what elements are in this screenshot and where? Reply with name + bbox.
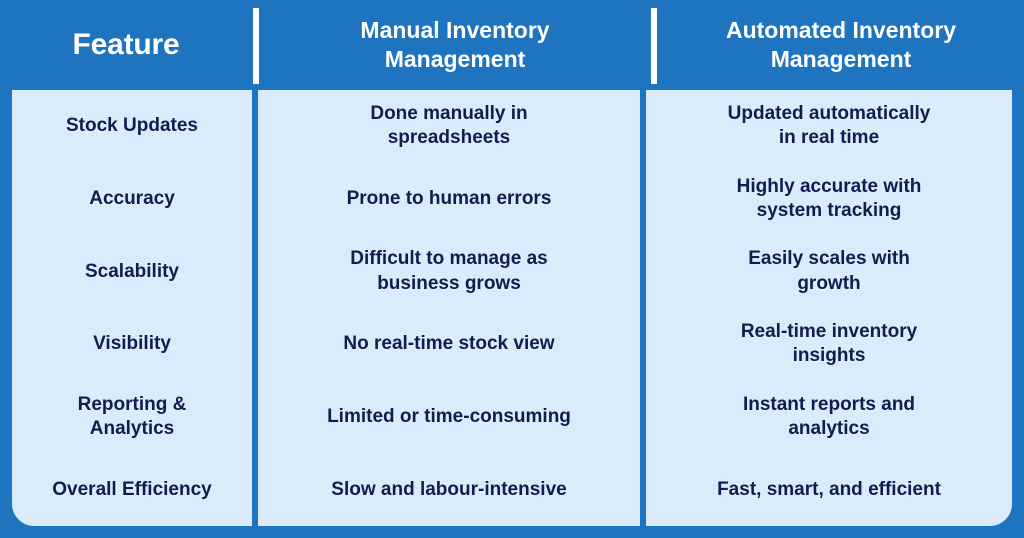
- header-divider-rule: [253, 8, 259, 84]
- body-column-automated: Updated automatically in real time Highl…: [646, 90, 1012, 526]
- table-cell-feature-4: Reporting & Analytics: [12, 381, 252, 454]
- header-divider-1: [252, 0, 260, 90]
- cell-line: Scalability: [85, 260, 179, 282]
- header-divider-2: [650, 0, 658, 90]
- table-header-row: Feature Manual Inventory Management Auto…: [0, 0, 1024, 90]
- table-cell-manual-2: Difficult to manage as business grows: [258, 235, 640, 308]
- cell-line: Stock Updates: [66, 115, 198, 137]
- table-cell-feature-5: Overall Efficiency: [12, 453, 252, 526]
- body-divider-1: [252, 90, 258, 526]
- body-column-manual: Done manually in spreadsheets Prone to h…: [258, 90, 640, 526]
- table-cell-manual-1: Prone to human errors: [258, 163, 640, 236]
- cell-line: Slow and labour-intensive: [331, 478, 567, 500]
- table-cell-automated-4: Instant reports and analytics: [646, 381, 1012, 454]
- table-cell-feature-2: Scalability: [12, 235, 252, 308]
- table-cell-automated-2: Easily scales with growth: [646, 235, 1012, 308]
- table-cell-manual-3: No real-time stock view: [258, 308, 640, 381]
- cell-line: Instant reports and: [742, 393, 916, 415]
- header-label-feature: Feature: [72, 28, 180, 61]
- table-cell-automated-0: Updated automatically in real time: [646, 90, 1012, 163]
- header-label-automated-line1: Automated Inventory: [725, 16, 957, 43]
- body-column-feature: Stock Updates Accuracy Scalability Visib…: [12, 90, 252, 526]
- body-divider-2: [640, 90, 646, 526]
- cell-line: No real-time stock view: [343, 333, 555, 355]
- cell-line: Visibility: [93, 333, 171, 355]
- table-cell-feature-0: Stock Updates: [12, 90, 252, 163]
- table-cell-feature-3: Visibility: [12, 308, 252, 381]
- cell-line: in real time: [778, 127, 880, 149]
- cell-line: Highly accurate with: [736, 175, 922, 197]
- cell-line: spreadsheets: [387, 127, 511, 149]
- cell-line: business grows: [377, 272, 521, 294]
- header-divider-rule: [651, 8, 657, 84]
- header-label-manual-line2: Management: [384, 46, 526, 72]
- header-cell-automated: Automated Inventory Management: [658, 0, 1024, 90]
- cell-line: Easily scales with: [748, 248, 910, 270]
- cell-line: Analytics: [89, 418, 175, 440]
- cell-line: Fast, smart, and efficient: [717, 478, 941, 500]
- table-body: Stock Updates Accuracy Scalability Visib…: [12, 90, 1012, 526]
- header-label-manual-line1: Manual Inventory: [360, 16, 550, 43]
- table-cell-manual-0: Done manually in spreadsheets: [258, 90, 640, 163]
- cell-line: system tracking: [756, 200, 902, 221]
- table-cell-automated-3: Real-time inventory insights: [646, 308, 1012, 381]
- table-cell-automated-5: Fast, smart, and efficient: [646, 453, 1012, 526]
- cell-line: insights: [792, 345, 866, 367]
- cell-line: Real-time inventory: [740, 321, 918, 343]
- cell-line: analytics: [788, 418, 870, 440]
- cell-line: Difficult to manage as: [350, 248, 548, 270]
- header-cell-manual: Manual Inventory Management: [260, 0, 650, 90]
- table-body-frame: Stock Updates Accuracy Scalability Visib…: [0, 90, 1024, 538]
- table-cell-feature-1: Accuracy: [12, 163, 252, 236]
- cell-line: growth: [797, 272, 861, 294]
- table-cell-manual-4: Limited or time-consuming: [258, 381, 640, 454]
- cell-line: Done manually in: [370, 103, 528, 125]
- header-label-automated-line2: Management: [770, 46, 912, 72]
- cell-line: Prone to human errors: [346, 187, 552, 209]
- cell-line: Reporting &: [77, 393, 187, 415]
- cell-line: Limited or time-consuming: [327, 405, 571, 427]
- table-cell-manual-5: Slow and labour-intensive: [258, 453, 640, 526]
- cell-line: Overall Efficiency: [52, 478, 212, 500]
- header-cell-feature: Feature: [0, 0, 252, 90]
- cell-line: Updated automatically: [727, 103, 931, 125]
- cell-line: Accuracy: [89, 187, 175, 209]
- table-cell-automated-1: Highly accurate with system tracking: [646, 163, 1012, 236]
